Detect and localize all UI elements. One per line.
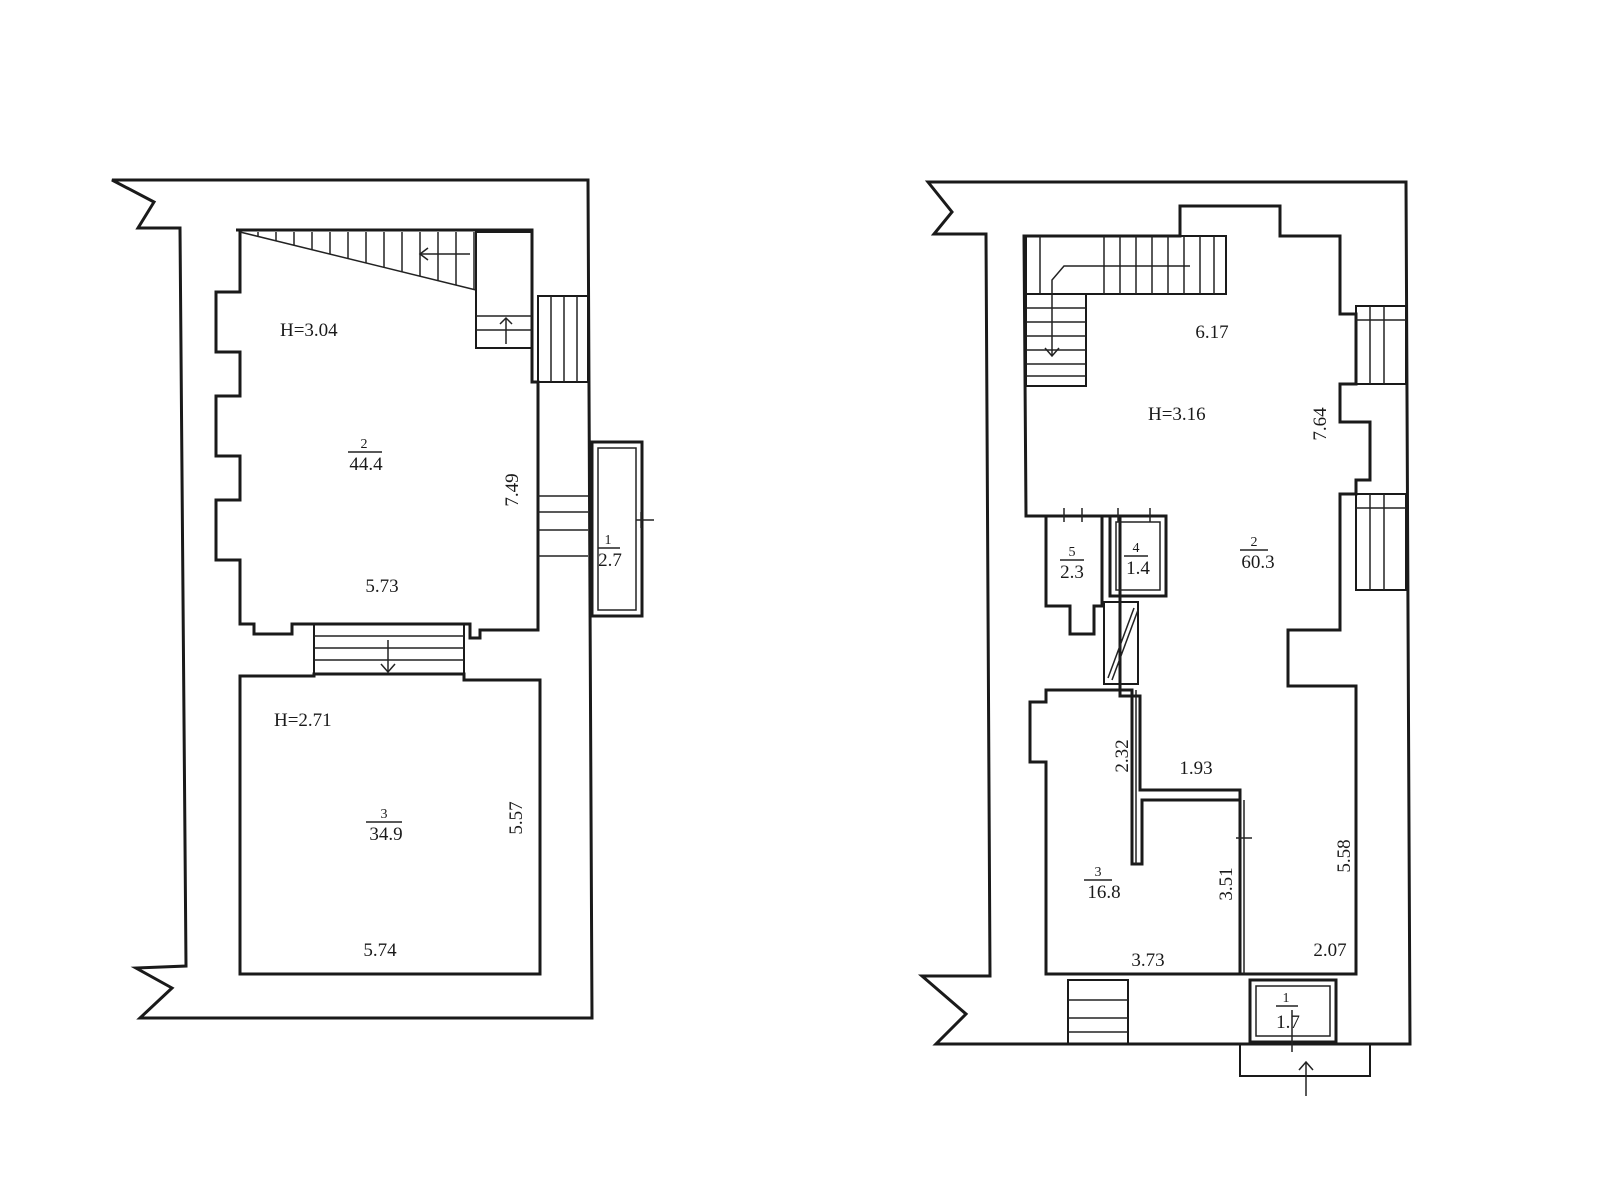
left-height-lower: H=2.71 bbox=[274, 710, 332, 731]
left-side-steps bbox=[537, 295, 589, 557]
right-dim-6-17: 6.17 bbox=[1195, 322, 1228, 343]
right-room-3-area: 16.8 bbox=[1087, 882, 1120, 903]
left-room-1-number: 1 bbox=[605, 533, 612, 548]
right-room-2-area: 60.3 bbox=[1241, 552, 1274, 573]
right-room-4-outline bbox=[1108, 514, 1168, 598]
right-entrance bbox=[1067, 978, 1371, 1096]
left-room-3-area: 34.9 bbox=[369, 824, 402, 845]
right-height: H=3.16 bbox=[1148, 404, 1206, 425]
left-dim-5-57: 5.57 bbox=[506, 801, 527, 834]
left-room-1-area: 2.7 bbox=[598, 550, 622, 571]
left-room-2-number: 2 bbox=[361, 437, 368, 452]
right-room-4-area: 1.4 bbox=[1126, 558, 1150, 579]
right-dim-5-58: 5.58 bbox=[1334, 839, 1355, 872]
left-room-2-outline bbox=[214, 228, 540, 640]
right-room-1-area: 1.7 bbox=[1276, 1012, 1300, 1033]
right-room-5-area: 2.3 bbox=[1060, 562, 1084, 583]
left-room-3-number: 3 bbox=[381, 807, 388, 822]
right-outer-wall bbox=[917, 180, 1412, 1046]
right-dim-2-07: 2.07 bbox=[1313, 940, 1346, 961]
right-room-2-number: 2 bbox=[1251, 535, 1258, 550]
right-dim-3-51: 3.51 bbox=[1216, 867, 1237, 900]
left-room-1-porch bbox=[590, 440, 654, 618]
right-diagonal-passage bbox=[1103, 601, 1139, 685]
left-dim-7-49: 7.49 bbox=[502, 473, 523, 506]
right-dim-2-32: 2.32 bbox=[1112, 739, 1133, 772]
left-room-2-area: 44.4 bbox=[349, 454, 383, 475]
right-room-5-number: 5 bbox=[1069, 545, 1076, 560]
right-room-1-number: 1 bbox=[1283, 991, 1290, 1006]
left-stair-landing bbox=[475, 231, 533, 349]
right-room-5-outline bbox=[1044, 514, 1104, 636]
right-room-3-number: 3 bbox=[1095, 865, 1102, 880]
left-dim-5-74: 5.74 bbox=[363, 940, 397, 961]
left-dim-5-73: 5.73 bbox=[365, 576, 398, 597]
left-middle-stairs bbox=[313, 623, 465, 675]
left-staircase bbox=[239, 231, 477, 291]
right-dim-3-73: 3.73 bbox=[1131, 950, 1164, 971]
right-room-4-number: 4 bbox=[1133, 541, 1140, 556]
right-dim-7-64: 7.64 bbox=[1310, 407, 1331, 441]
right-room-3-outline bbox=[1028, 688, 1242, 976]
right-dim-1-93: 1.93 bbox=[1179, 758, 1212, 779]
right-staircase bbox=[1025, 235, 1227, 387]
right-side-steps bbox=[1355, 305, 1407, 591]
left-room-3-outline bbox=[238, 672, 542, 976]
left-height-upper: H=3.04 bbox=[280, 320, 338, 341]
left-outer-wall bbox=[111, 178, 594, 1020]
left-plan: H=3.04 H=2.71 2 44.4 3 34.9 1 2.7 7.49 5… bbox=[111, 178, 654, 1020]
right-plan: H=3.16 2 60.3 5 2.3 4 1.4 3 16.8 1 1.7 6… bbox=[917, 180, 1412, 1096]
